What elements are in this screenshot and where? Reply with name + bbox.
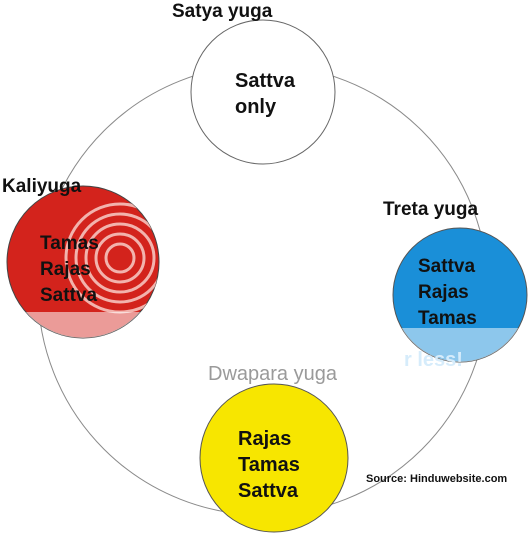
guna-label: Tamas bbox=[418, 308, 477, 329]
guna-label: Rajas bbox=[238, 428, 292, 450]
satya-gunas: Sattva only bbox=[235, 68, 295, 120]
dwapara-gunas: Rajas Tamas Sattva bbox=[238, 426, 300, 504]
guna-label: only bbox=[235, 96, 277, 118]
watermark-band bbox=[7, 312, 159, 338]
photobucket-watermark-icon bbox=[64, 202, 159, 314]
satya-yuga-circle bbox=[190, 19, 336, 165]
treta-yuga-title: Treta yuga bbox=[383, 199, 479, 220]
kali-gunas: Tamas Rajas Sattva bbox=[40, 231, 99, 309]
guna-label: Rajas bbox=[418, 282, 469, 303]
guna-label: Tamas bbox=[40, 233, 99, 254]
guna-label: Tamas bbox=[238, 454, 300, 476]
guna-label: Rajas bbox=[40, 259, 91, 280]
watermark-text: r less! bbox=[404, 349, 463, 371]
kaliyuga-title: Kaliyuga bbox=[2, 176, 82, 197]
guna-label: Sattva bbox=[238, 480, 299, 502]
source-credit: Source: Hinduwebsite.com bbox=[366, 473, 508, 485]
dwapara-yuga-circle bbox=[199, 383, 349, 533]
guna-label: Sattva bbox=[235, 70, 296, 92]
dwapara-yuga-title: Dwapara yuga bbox=[208, 363, 337, 385]
treta-gunas: Sattva Rajas Tamas bbox=[418, 254, 477, 332]
guna-label: Sattva bbox=[418, 256, 476, 277]
satya-yuga-title: Satya yuga bbox=[172, 1, 273, 22]
guna-label: Sattva bbox=[40, 285, 98, 306]
